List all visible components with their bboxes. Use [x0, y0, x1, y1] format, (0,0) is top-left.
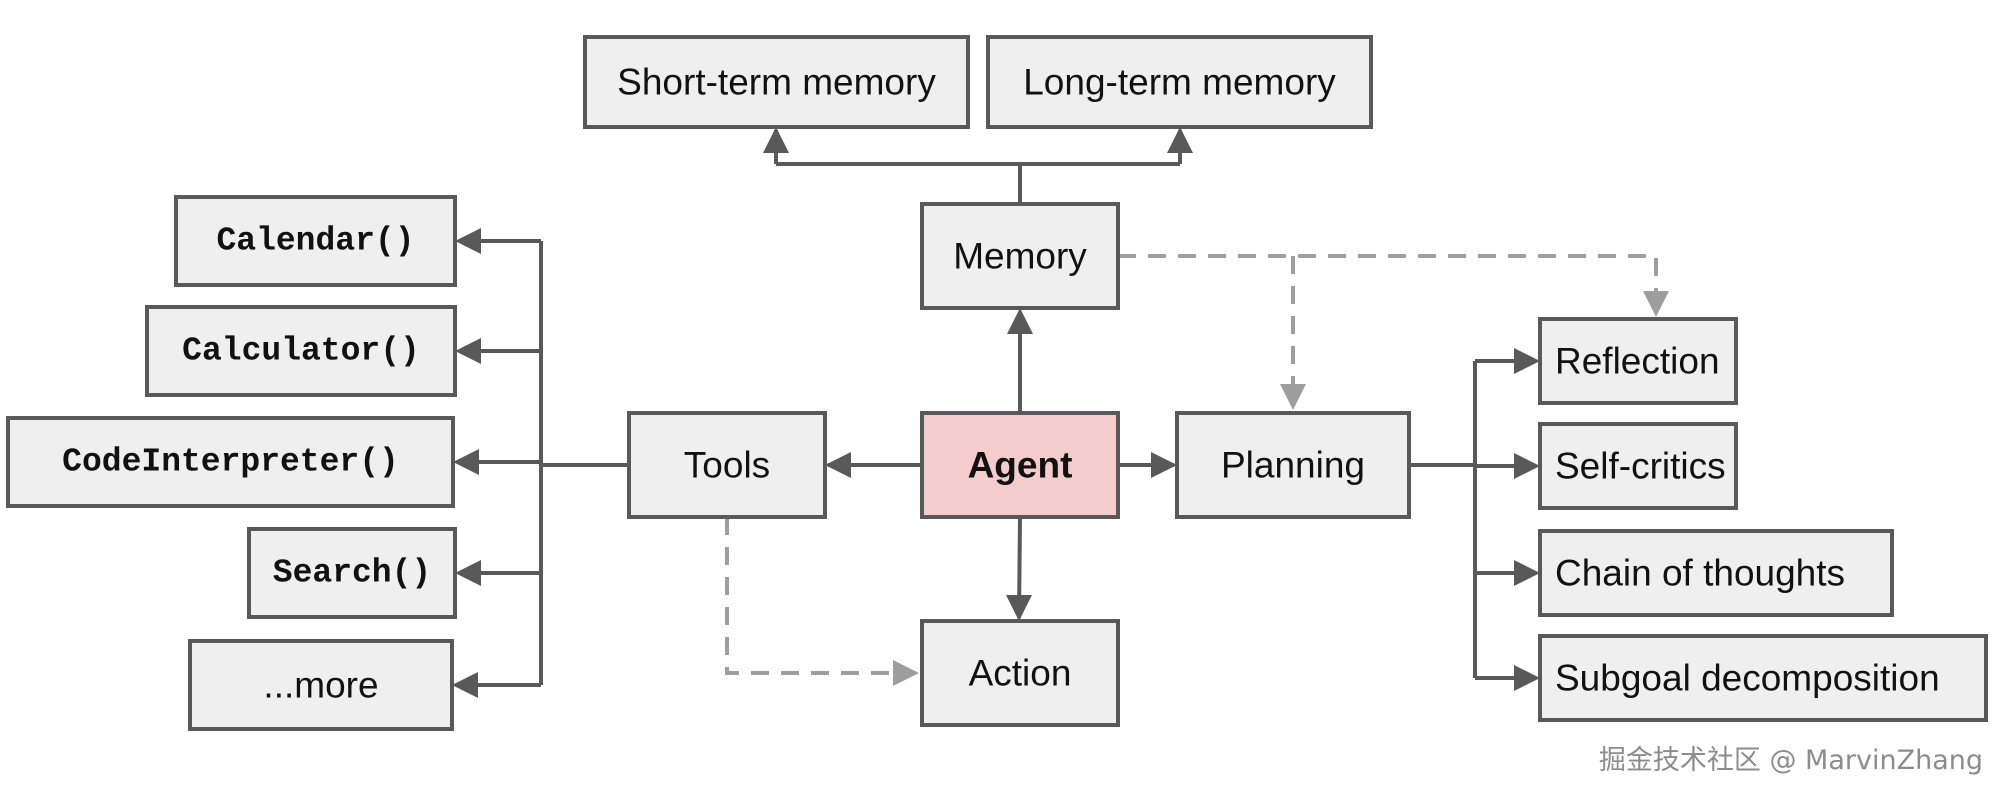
node-label: Memory: [953, 236, 1087, 277]
node-tools: Tools: [627, 411, 827, 519]
node-box: [174, 195, 457, 287]
node-box: [145, 305, 457, 397]
node-chain-of-thoughts: Chain of thoughts: [1538, 529, 1894, 617]
node-subgoal-decomposition: Subgoal decomposition: [1538, 634, 1988, 722]
arrowhead: [455, 228, 481, 254]
node-label: CodeInterpreter(): [62, 444, 399, 481]
arrowhead: [825, 452, 851, 478]
arrowhead: [452, 672, 478, 698]
node-box: [627, 411, 827, 519]
node-label: Self-critics: [1555, 446, 1726, 487]
node-agent: Agent: [920, 411, 1120, 519]
arrowhead: [1514, 665, 1540, 691]
node-label: Calendar(): [216, 223, 414, 260]
node-label: Agent: [968, 445, 1073, 486]
arrowhead: [1006, 595, 1032, 621]
arrowhead: [1280, 384, 1306, 410]
node-label: Tools: [684, 445, 770, 486]
memory-to-reflection-dashed: [1118, 254, 1658, 292]
node-box: [247, 527, 457, 619]
node-more: ...more: [188, 639, 454, 731]
arrowhead: [1643, 291, 1669, 317]
arrowhead: [1514, 560, 1540, 586]
node-label: Calculator(): [182, 333, 420, 370]
arrowhead: [455, 560, 481, 586]
node-search: Search(): [247, 527, 457, 619]
node-box: [986, 35, 1373, 129]
node-box: [920, 411, 1120, 519]
node-box: [1175, 411, 1411, 519]
arrowhead: [763, 127, 789, 153]
node-label: Planning: [1221, 445, 1365, 486]
arrowhead: [893, 660, 919, 686]
node-label: Reflection: [1555, 341, 1720, 382]
node-long-term-memory: Long-term memory: [986, 35, 1373, 129]
tools-to-action-dashed: [725, 517, 893, 675]
arrowhead: [1151, 452, 1177, 478]
arrowhead: [1167, 127, 1193, 153]
node-box: [920, 202, 1120, 310]
arrowhead: [453, 449, 479, 475]
node-memory: Memory: [920, 202, 1120, 310]
node-label: Subgoal decomposition: [1555, 658, 1940, 699]
node-calendar: Calendar(): [174, 195, 457, 287]
arrowhead: [1007, 308, 1033, 334]
node-box: [6, 416, 455, 508]
node-box: [188, 639, 454, 731]
node-reflection: Reflection: [1538, 317, 1738, 405]
node-short-term-memory: Short-term memory: [583, 35, 970, 129]
node-self-critics: Self-critics: [1538, 422, 1738, 510]
node-label: Action: [969, 653, 1072, 694]
node-planning: Planning: [1175, 411, 1411, 519]
node-code-interpreter: CodeInterpreter(): [6, 416, 455, 508]
node-box: [1538, 529, 1894, 617]
node-label: ...more: [263, 665, 378, 706]
node-box: [1538, 634, 1988, 722]
arrowhead: [1514, 453, 1540, 479]
arrowhead: [1514, 348, 1540, 374]
node-box: [920, 619, 1120, 727]
node-calculator: Calculator(): [145, 305, 457, 397]
node-label: Search(): [273, 555, 431, 592]
watermark: 掘金技术社区 @ MarvinZhang: [1598, 745, 1983, 776]
node-action: Action: [920, 619, 1120, 727]
node-label: Chain of thoughts: [1555, 553, 1845, 594]
node-box: [1538, 422, 1738, 510]
node-label: Short-term memory: [617, 62, 936, 103]
node-box: [1538, 317, 1738, 405]
arrowhead: [455, 338, 481, 364]
node-box: [583, 35, 970, 129]
node-label: Long-term memory: [1023, 62, 1336, 103]
